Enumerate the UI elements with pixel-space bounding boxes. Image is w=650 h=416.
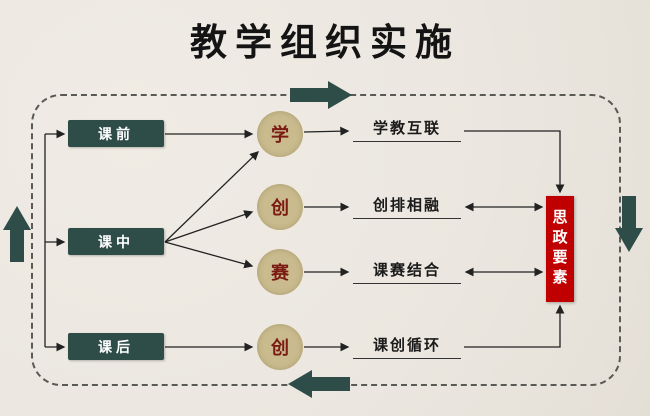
circle-compete: 赛	[257, 249, 303, 295]
stage-box-pre-class: 课前	[68, 120, 164, 147]
cycle-arrow-bottom	[288, 370, 350, 398]
ideology-elements-box: 思政要素	[546, 196, 574, 302]
cycle-arrow-right	[615, 196, 643, 252]
outcome-label-4: 课创循环	[353, 334, 461, 359]
stage-box-in-class: 课中	[68, 228, 164, 255]
cycle-arrow-top	[290, 81, 352, 109]
page-title: 教学组织实施	[190, 20, 460, 64]
circle-create-2: 创	[257, 324, 303, 370]
circle-create-1: 创	[257, 184, 303, 230]
outcome-label-1: 学教互联	[353, 117, 461, 142]
outcome-label-3: 课赛结合	[353, 259, 461, 284]
outcome-label-2: 创排相融	[353, 194, 461, 219]
cycle-arrow-left	[3, 206, 31, 262]
circle-learn: 学	[257, 111, 303, 157]
stage-box-after-class: 课后	[68, 333, 164, 360]
